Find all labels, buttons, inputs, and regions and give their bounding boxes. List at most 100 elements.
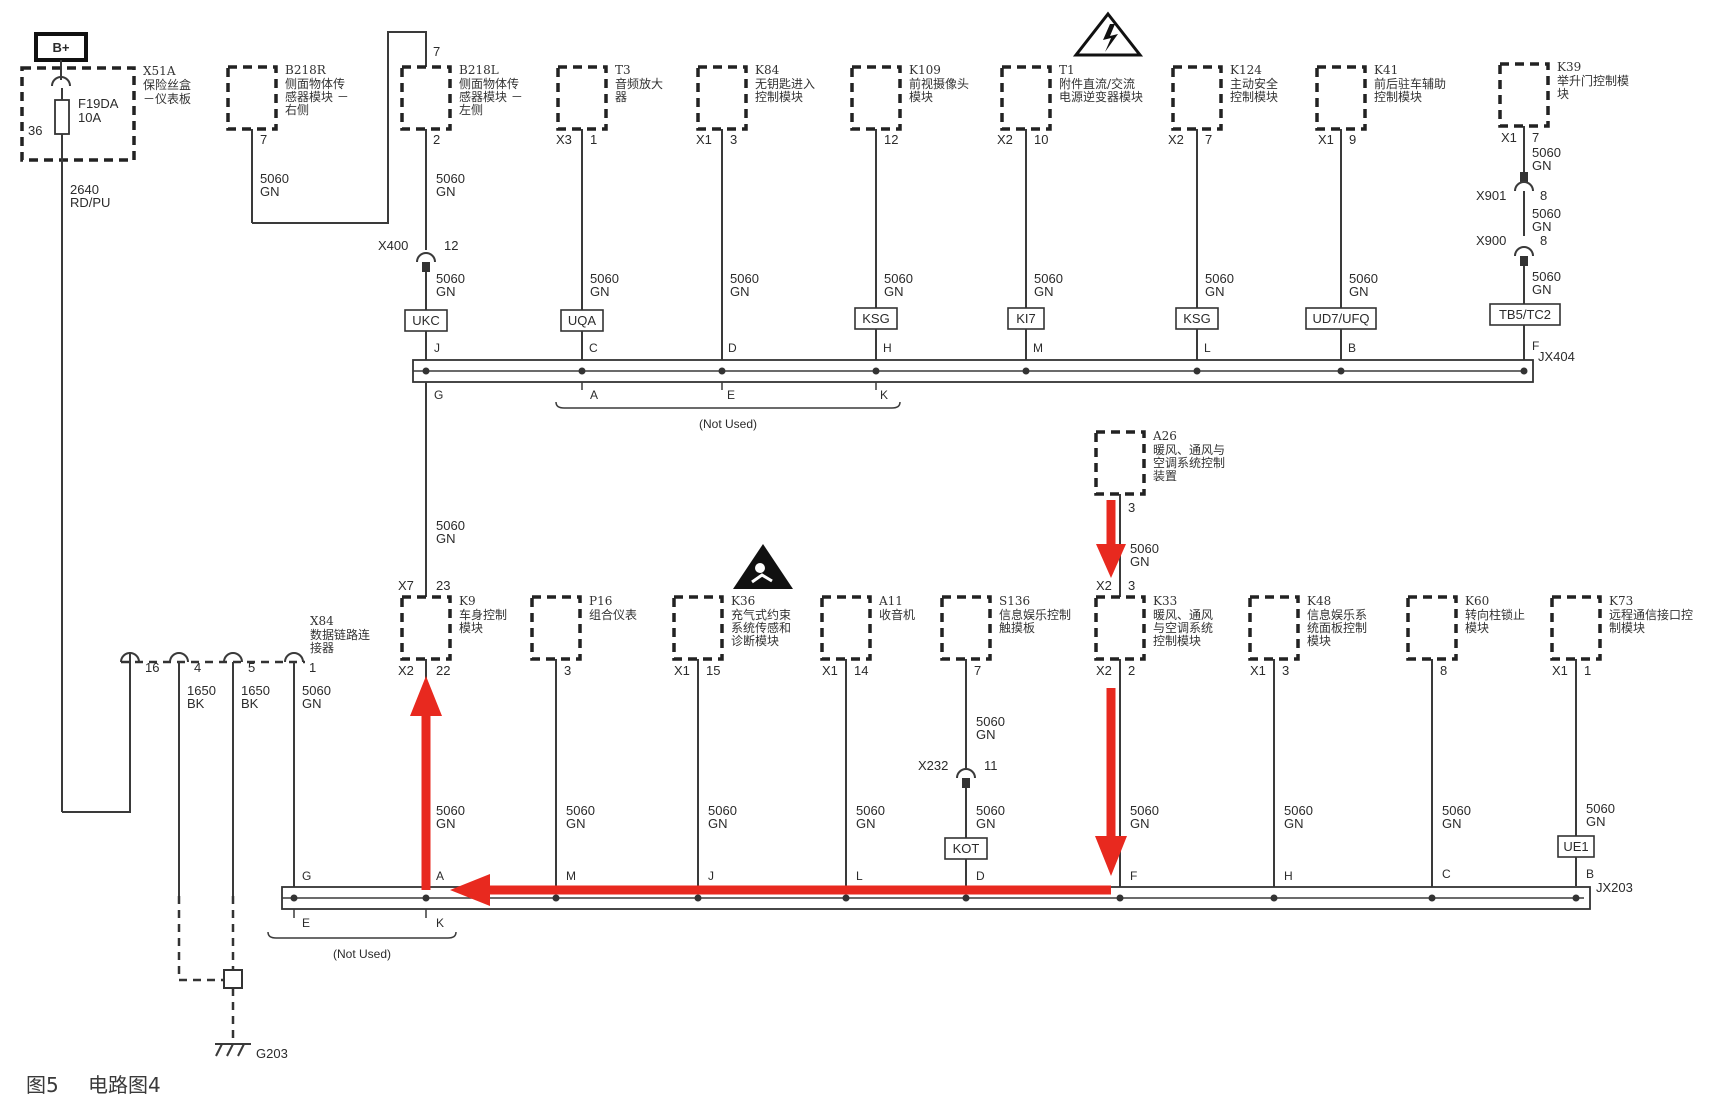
pin-number: 15	[706, 663, 720, 678]
bus-pin: E	[302, 916, 310, 930]
module-k124: K124 主动安全 控制模块 X2 7 5060 GN KSG	[1168, 63, 1278, 370]
wire-color: GN	[260, 184, 280, 199]
connector-id: X7	[398, 578, 414, 593]
module-k109: K109 前视摄像头 模块 12 5060 GN KSG	[850, 63, 969, 370]
module-name: 触摸板	[999, 621, 1035, 635]
bus-pin: B	[1348, 341, 1356, 355]
module-k48: K48 信息娱乐系 统面板控制 模块 X1 3 5060 GN	[1248, 594, 1367, 896]
wire-number: 5060	[976, 803, 1005, 818]
module-id: K60	[1465, 594, 1489, 608]
pin-number: 8	[1440, 663, 1447, 678]
pin-number: 5	[248, 660, 255, 675]
module-name: 控制模块	[1230, 90, 1278, 104]
wire-color: GN	[436, 184, 456, 199]
bus-pin: K	[880, 388, 888, 402]
fuse-pin: 36	[28, 123, 42, 138]
module-name: 远程通信接口控	[1609, 607, 1693, 622]
connector-id: X2	[997, 132, 1013, 147]
module-k36: K36 充气式约束 系统传感和 诊断模块 X1 15 5060 GN	[672, 544, 793, 896]
pin-number: 10	[1034, 132, 1048, 147]
pin-number: 7	[260, 132, 267, 147]
module-id: K33	[1153, 594, 1177, 608]
module-id: K124	[1230, 63, 1262, 77]
wire-color: GN	[1532, 158, 1552, 173]
module-k73: K73 远程通信接口控 制模块 X1 1 5060 GN UE1	[1550, 594, 1693, 886]
wire-number: 5060	[436, 171, 465, 186]
pin-number: 3	[564, 663, 571, 678]
wire-color: GN	[976, 727, 996, 742]
module-t3: T3 音频放大 器 X3 1 5060 GN UQA	[556, 63, 663, 370]
wire-color: GN	[1284, 816, 1304, 831]
module-id: P16	[589, 594, 612, 608]
module-name: 制模块	[1609, 621, 1645, 635]
module-name: 模块	[909, 90, 933, 104]
connector-id: X1	[1250, 663, 1266, 678]
module-name: 右侧	[285, 102, 309, 117]
fuse-rating: 10A	[78, 110, 101, 125]
module-name: 控制模块	[1374, 90, 1422, 104]
module-a11: A11 收音机 X1 14 5060 GN	[820, 594, 915, 896]
module-name: 装置	[1153, 469, 1177, 483]
bus-pin: K	[436, 916, 444, 930]
not-used-label: (Not Used)	[333, 947, 391, 961]
bus-pin: E	[727, 388, 735, 402]
module-k39: K39 举升门控制模 块 X1 7 5060 GN X901 8 5060 GN…	[1476, 60, 1629, 362]
bus-pin: B	[1586, 867, 1594, 881]
wire-color: GN	[1532, 282, 1552, 297]
module-id: B218L	[459, 63, 499, 77]
bus-pin: H	[883, 341, 892, 355]
module-name: 转向柱锁止	[1465, 607, 1525, 622]
module-name: 组合仪表	[589, 607, 637, 622]
module-name: 诊断模块	[731, 633, 779, 648]
pin-number: 16	[145, 660, 159, 675]
module-id: K9	[459, 594, 476, 608]
pin-number: 12	[444, 238, 458, 253]
wire-number: 5060	[1532, 145, 1561, 160]
bus-pin: C	[1442, 867, 1451, 881]
module-name: 系统传感和	[731, 620, 791, 635]
pin-number: 2	[433, 132, 440, 147]
pin-number: 9	[1349, 132, 1356, 147]
bus-pin: M	[1033, 341, 1043, 355]
bus-name: JX404	[1538, 349, 1575, 364]
bus-pin: M	[566, 869, 576, 883]
pin-number: 12	[884, 132, 898, 147]
wire-number: 5060	[1205, 271, 1234, 286]
pin-number: 7	[1205, 132, 1212, 147]
bus-pin: F	[1130, 869, 1137, 883]
module-id: K39	[1557, 60, 1581, 74]
connector-id: X1	[1501, 130, 1517, 145]
block-id: X51A	[143, 64, 176, 78]
wire-number: 5060	[1130, 803, 1159, 818]
wire-color: GN	[436, 531, 456, 546]
module-name: 附件直流/交流	[1059, 76, 1135, 91]
connector-id: X1	[696, 132, 712, 147]
wire-color: GN	[436, 816, 456, 831]
wire-color: BK	[187, 696, 205, 711]
wire-number: 1650	[241, 683, 270, 698]
wire-number: 5060	[708, 803, 737, 818]
wire-number: 5060	[590, 271, 619, 286]
connector-name: 接器	[310, 640, 334, 655]
pin-number: 4	[194, 660, 201, 675]
module-id: K109	[909, 63, 941, 77]
pin-number: 7	[1532, 130, 1539, 145]
wire-number: 5060	[1442, 803, 1471, 818]
wire-color: GN	[436, 284, 456, 299]
bus-pin: L	[1204, 341, 1211, 355]
module-name: 收音机	[879, 607, 915, 622]
wire-color: GN	[708, 816, 728, 831]
connector-id: X901	[1476, 188, 1506, 203]
wire-number: 5060	[884, 271, 913, 286]
bus-pin: C	[589, 341, 598, 355]
module-k9: X7 23 K9 车身控制 模块 X2 22 5060 GN	[398, 578, 507, 888]
airbag-warning-icon	[733, 544, 793, 589]
wire-number: 5060	[260, 171, 289, 186]
wire-number: 5060	[1284, 803, 1313, 818]
figure-number: 图5	[26, 1073, 59, 1097]
wire-color: GN	[1349, 284, 1369, 299]
connector-id: X1	[1318, 132, 1334, 147]
pin-number: 3	[1282, 663, 1289, 678]
pin-number: 3	[730, 132, 737, 147]
